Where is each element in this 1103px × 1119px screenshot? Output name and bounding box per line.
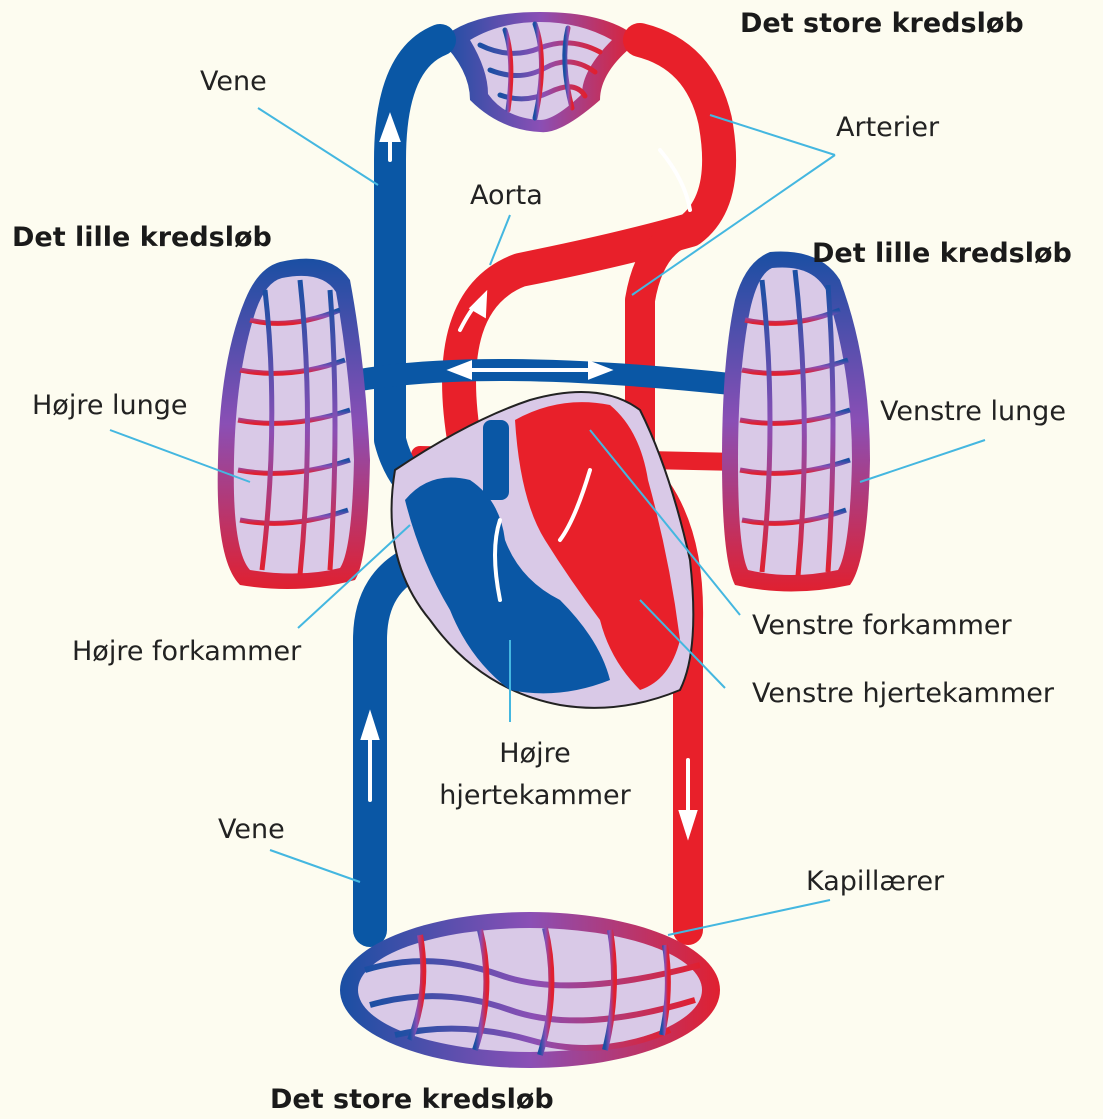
bottom-capillary-bed: [340, 912, 720, 1068]
label-hojre-forkammer: Højre forkammer: [72, 636, 301, 667]
label-hojre-hjertekammer-line1: Højre: [450, 738, 620, 769]
heart: [392, 392, 694, 708]
label-venstre-forkammer: Venstre forkammer: [752, 610, 1012, 641]
label-lille-kredslob-right: Det lille kredsløb: [812, 238, 1072, 269]
label-hojre-lunge: Højre lunge: [32, 390, 188, 421]
label-aorta: Aorta: [470, 180, 543, 211]
left-lung: [218, 259, 370, 589]
label-kapillaerer: Kapillærer: [806, 866, 944, 897]
label-vene-bottom: Vene: [218, 814, 285, 845]
label-venstre-hjertekammer: Venstre hjertekammer: [752, 678, 1054, 709]
right-lung: [722, 252, 870, 592]
label-hojre-hjertekammer-line2: hjertekammer: [420, 780, 650, 811]
label-lille-kredslob-left: Det lille kredsløb: [12, 222, 272, 253]
top-capillary-bed: [440, 12, 640, 132]
title-store-kredslob-top: Det store kredsløb: [740, 8, 1024, 39]
title-store-kredslob-bottom: Det store kredsløb: [270, 1084, 554, 1115]
label-vene-top: Vene: [200, 66, 267, 97]
label-arterier: Arterier: [836, 112, 939, 143]
label-venstre-lunge: Venstre lunge: [880, 396, 1066, 427]
